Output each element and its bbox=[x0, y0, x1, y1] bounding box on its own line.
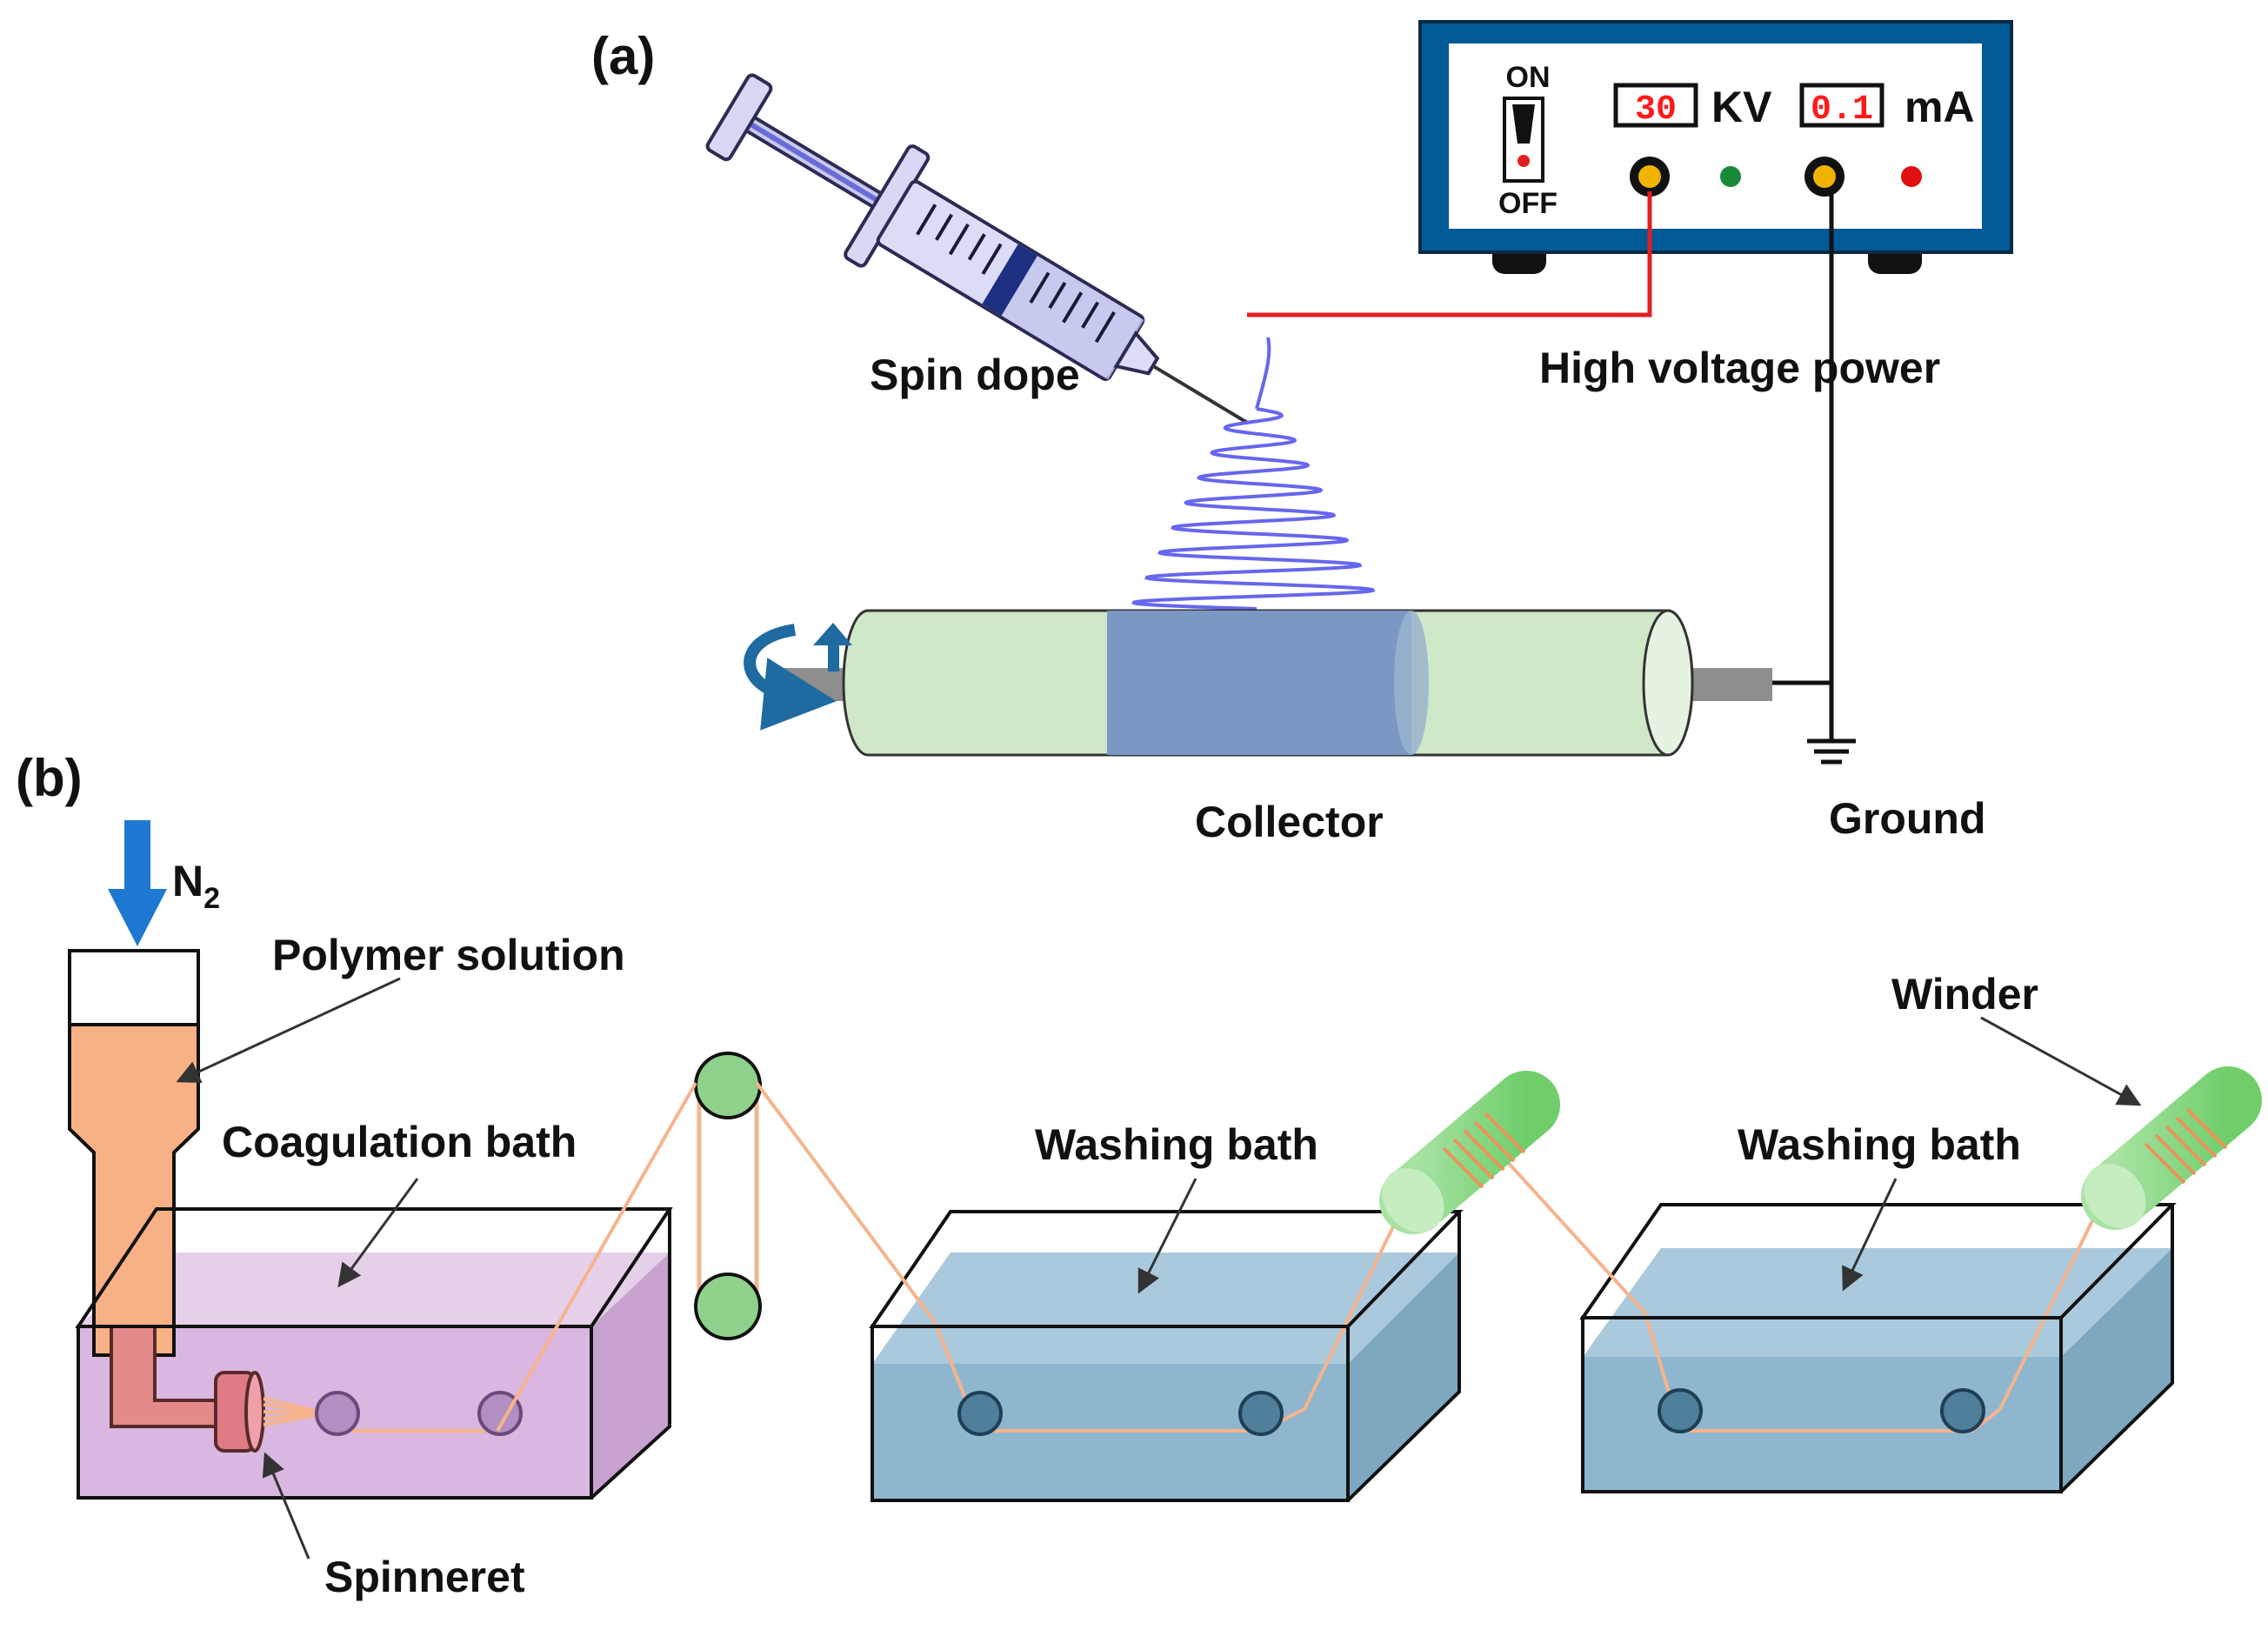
ground-label: Ground bbox=[1829, 794, 1986, 843]
ground-wire bbox=[1772, 191, 1834, 685]
whipping-jet-spiral bbox=[1131, 407, 1376, 611]
washing-bath-2-pointer bbox=[1842, 1178, 1898, 1292]
coagulation-bath-frame bbox=[75, 1207, 673, 1500]
coagulation-bath-label: Coagulation bath bbox=[222, 1118, 577, 1166]
syringe-needle bbox=[1151, 364, 1248, 424]
coag-guide-roller-1 bbox=[315, 1391, 360, 1436]
syringe-graduations bbox=[916, 204, 1116, 344]
winder-roller[interactable] bbox=[2071, 1066, 2262, 1240]
polymer-solution-label: Polymer solution bbox=[272, 931, 625, 979]
washing-bath-1 bbox=[869, 1210, 1464, 1502]
wash1-guide-roller-2 bbox=[1238, 1391, 1284, 1436]
leader-arrows bbox=[176, 977, 2142, 1560]
rotation-arrow-icon bbox=[744, 624, 837, 731]
panel-a: (a) bbox=[591, 20, 2013, 846]
collector-fiber-band bbox=[1107, 611, 1411, 755]
washing-bath-2 bbox=[1579, 1203, 2177, 1493]
current-unit: mA bbox=[1904, 83, 1975, 131]
reservoir-headspace bbox=[68, 949, 200, 1026]
collector-end-face bbox=[1642, 609, 1694, 757]
polymer-jet bbox=[1255, 337, 1271, 410]
voltage-display bbox=[1613, 83, 1698, 128]
polymer-reservoir bbox=[68, 949, 241, 1428]
high-voltage-wire bbox=[1247, 191, 1652, 317]
high-voltage-power-label: High voltage power bbox=[1539, 344, 1940, 392]
voltage-value: 30 bbox=[1635, 90, 1677, 130]
wash2-guide-roller-2 bbox=[1940, 1388, 1985, 1433]
ground-symbol bbox=[1807, 738, 1856, 765]
godet-roller-top bbox=[694, 1052, 762, 1119]
green-indicator-light bbox=[1720, 166, 1741, 187]
switch-indicator-dot bbox=[1518, 155, 1530, 167]
n2-label: N2 bbox=[172, 857, 220, 915]
washing-bath-2-label: Washing bath bbox=[1738, 1120, 2021, 1169]
collector-label: Collector bbox=[1195, 798, 1384, 846]
syringe-thumb-press bbox=[705, 73, 773, 162]
panel-b: (b) N2 bbox=[16, 749, 2262, 1601]
washing-bath-1-pointer bbox=[1137, 1178, 1197, 1294]
red-indicator-light bbox=[1901, 166, 1922, 187]
syringe-stopper bbox=[982, 244, 1037, 316]
syringe-tip bbox=[1113, 330, 1160, 376]
wash2-guide-roller-1 bbox=[1658, 1388, 1703, 1433]
switch-off-label: OFF bbox=[1498, 187, 1558, 220]
winder-label: Winder bbox=[1891, 970, 2038, 1019]
high-voltage-power-supply: ON OFF 30 KV 0.1 mA bbox=[1418, 20, 2013, 274]
winder-pointer bbox=[1980, 1016, 2142, 1106]
coag-guide-roller-2 bbox=[477, 1391, 523, 1436]
spinneret-pointer bbox=[262, 1452, 310, 1560]
spinneret bbox=[214, 1371, 265, 1453]
fiber-path bbox=[496, 1081, 1647, 1432]
polymer-solution-pointer bbox=[176, 977, 401, 1084]
coagulation-bath-pointer bbox=[337, 1178, 419, 1288]
voltage-unit: KV bbox=[1711, 83, 1772, 131]
polymer-solution-body bbox=[68, 1023, 200, 1357]
panel-a-label: (a) bbox=[591, 27, 655, 85]
godet-stretching-rollers bbox=[694, 1052, 762, 1340]
current-value: 0.1 bbox=[1811, 90, 1873, 130]
washing-bath-1-label: Washing bath bbox=[1035, 1120, 1318, 1169]
current-display bbox=[1799, 83, 1884, 128]
switch-on-label: ON bbox=[1506, 61, 1551, 94]
rotating-collector bbox=[744, 609, 1772, 757]
n2-arrow-icon bbox=[108, 820, 167, 946]
wash1-guide-roller-1 bbox=[957, 1391, 1003, 1436]
switch-lever bbox=[1512, 104, 1535, 144]
spin-dope-label: Spin dope bbox=[870, 351, 1080, 399]
spinneret-label: Spinneret bbox=[324, 1553, 525, 1601]
panel-b-label: (b) bbox=[16, 749, 83, 807]
syringe bbox=[705, 73, 1248, 424]
intermediate-winder-roller bbox=[1379, 1071, 1560, 1234]
godet-roller-bottom bbox=[694, 1273, 762, 1340]
